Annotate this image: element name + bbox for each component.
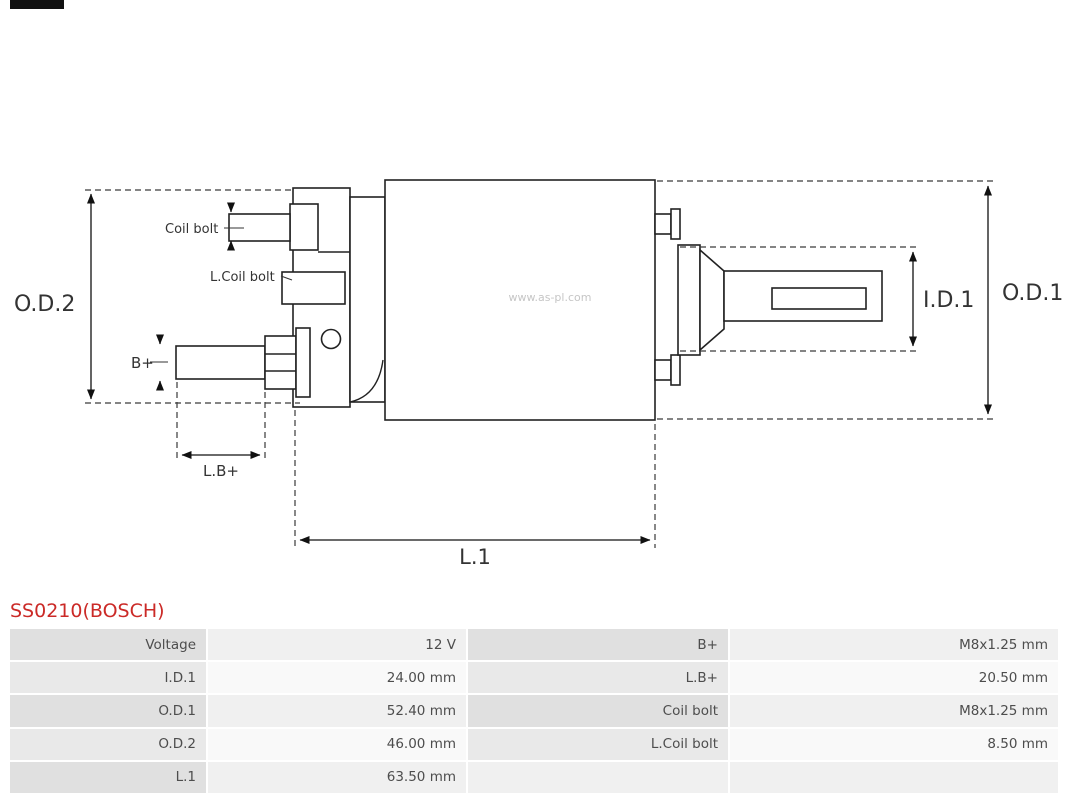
spec-label: O.D.1 [10,695,206,727]
spec-label: B+ [468,629,728,661]
dimension-arrows [87,185,992,544]
od2-label: O.D.2 [14,292,75,317]
od1-label: O.D.1 [1002,281,1063,306]
dimension-labels: O.D.2 O.D.1 I.D.1 L.1 L.B+ B+ Coil bolt … [14,222,1063,569]
id1-label: I.D.1 [923,288,974,313]
spec-value: 52.40 mm [208,695,466,727]
spec-value: 24.00 mm [208,662,466,694]
watermark: www.as-pl.com [509,291,592,304]
b-plus-label: B+ [131,354,154,372]
spec-value: 20.50 mm [730,662,1058,694]
as-logo [10,0,64,9]
spec-label: I.D.1 [10,662,206,694]
spec-value [730,761,1058,793]
spec-label: L.Coil bolt [468,728,728,760]
product-code-title: SS0210(BOSCH) [10,600,165,622]
dimension-extension-lines [85,180,996,548]
spec-label: Voltage [10,629,206,661]
spec-label: O.D.2 [10,728,206,760]
spec-value: M8x1.25 mm [730,695,1058,727]
solenoid-technical-drawing: O.D.2 O.D.1 I.D.1 L.1 L.B+ B+ Coil bolt … [14,179,1063,569]
spec-label: Coil bolt [468,695,728,727]
spec-value: 63.50 mm [208,761,466,793]
spec-label: L.B+ [468,662,728,694]
coil-bolt-label: Coil bolt [165,222,218,237]
spec-value: 46.00 mm [208,728,466,760]
spec-value: 8.50 mm [730,728,1058,760]
l1-label: L.1 [459,545,491,569]
spec-value: 12 V [208,629,466,661]
l-coil-bolt-label: L.Coil bolt [210,270,275,285]
spec-table: Voltage 12 V B+ M8x1.25 mm I.D.1 24.00 m… [10,629,1058,793]
lb-label: L.B+ [203,462,239,480]
spec-label [468,761,728,793]
spec-label: L.1 [10,761,206,793]
spec-value: M8x1.25 mm [730,629,1058,661]
